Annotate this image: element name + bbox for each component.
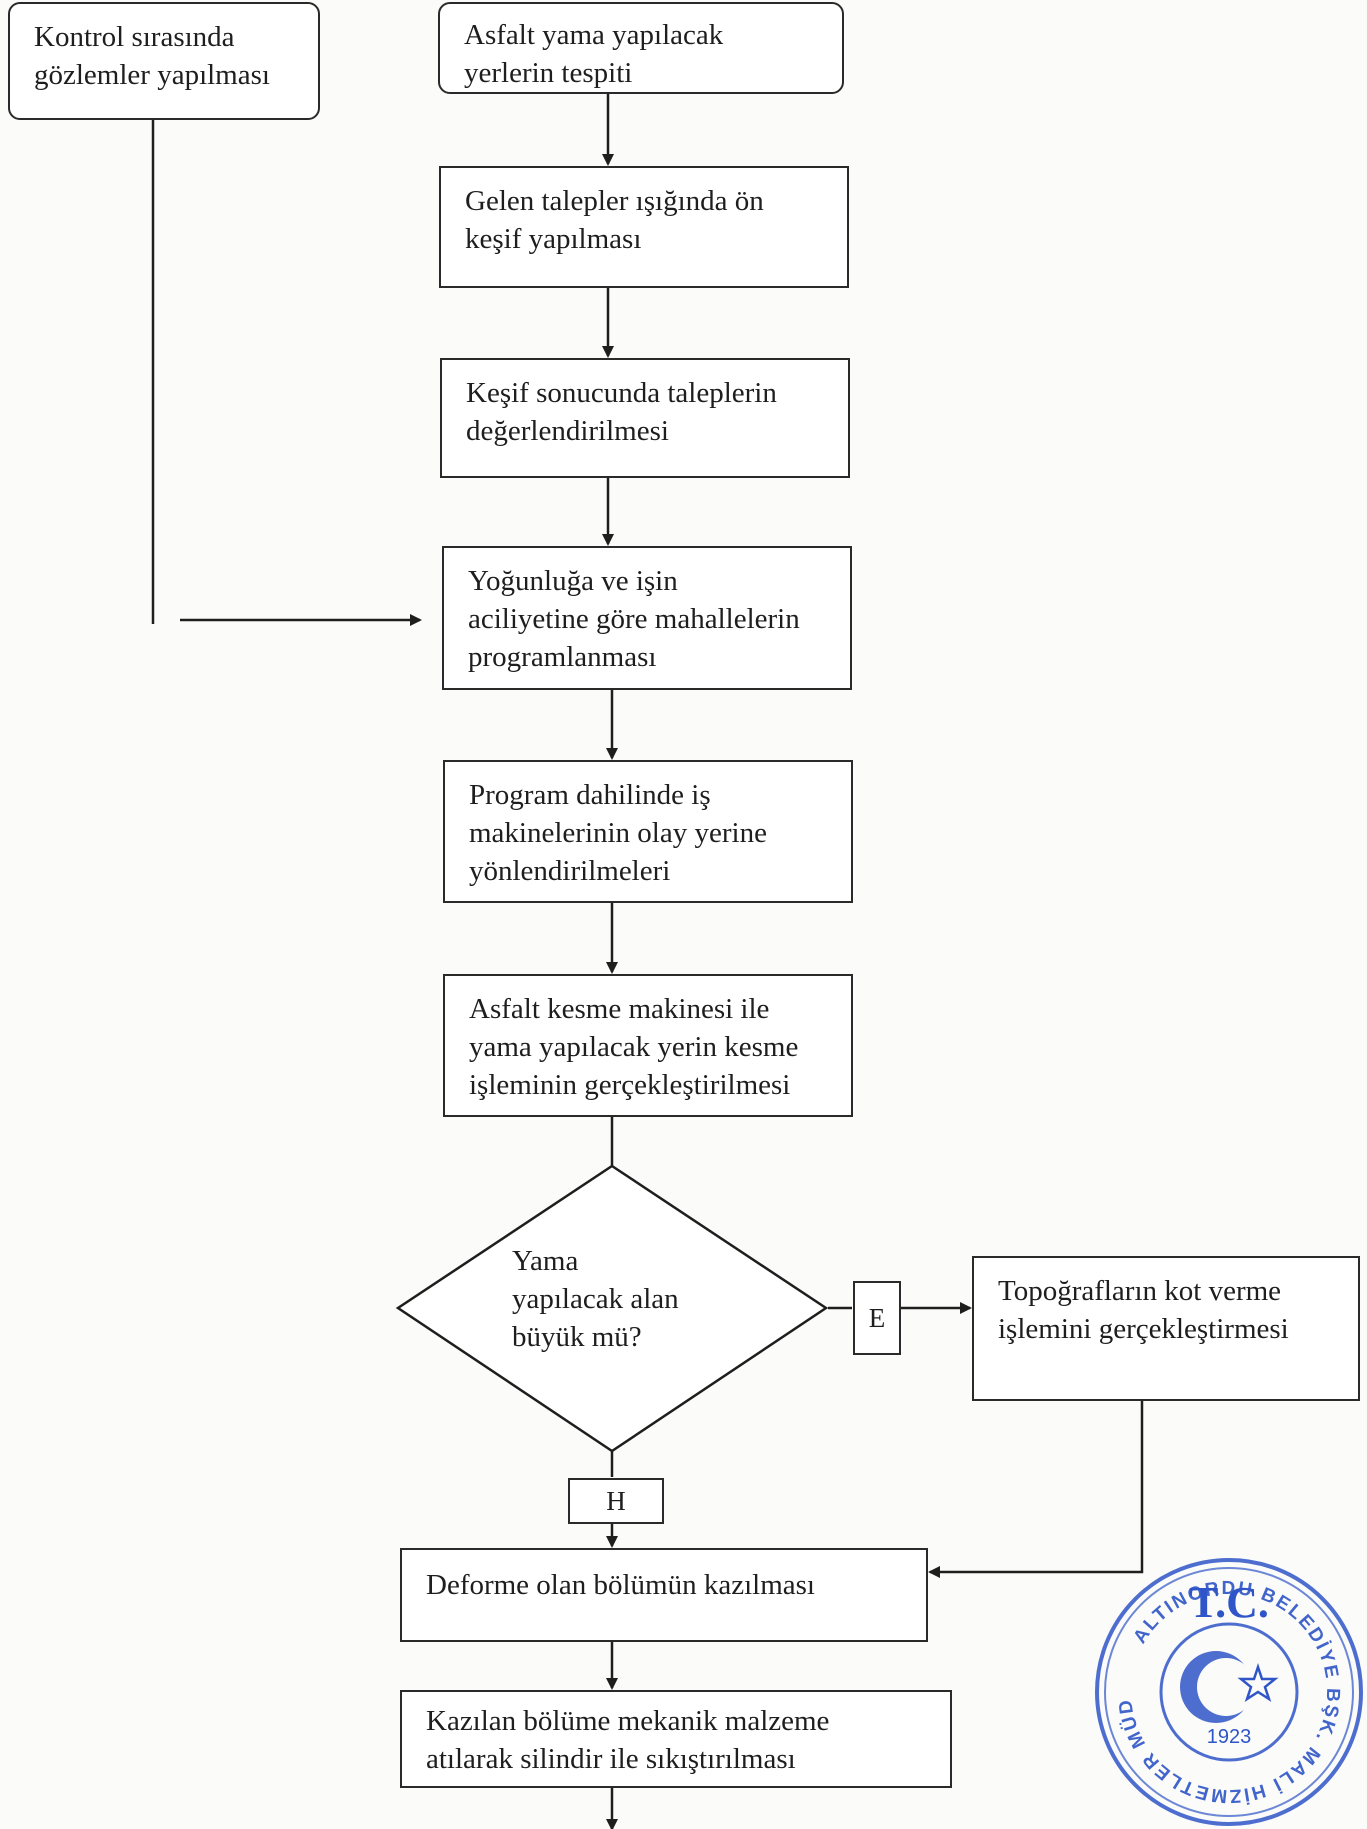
- seal-top-text: T.C.: [1189, 1578, 1269, 1627]
- seal-year: 1923: [1207, 1726, 1252, 1748]
- start-box: Asfalt yama yapılacak yerlerin tespiti: [438, 2, 844, 94]
- step5-text: Asfalt kesme makinesi ile yama yapılacak…: [469, 993, 799, 1101]
- step4-text: Program dahilinde iş makinelerinin olay …: [469, 779, 767, 887]
- observation-text: Kontrol sırasında gözlemler yapılması: [34, 21, 270, 91]
- step2-text: Keşif sonucunda taleplerin değerlendiril…: [466, 377, 777, 447]
- no-label: H: [568, 1478, 664, 1524]
- step3-box: Yoğunluğa ve işin aciliyetine göre mahal…: [442, 546, 852, 690]
- decision-diamond: [395, 1164, 829, 1453]
- decision-text: Yama yapılacak alan büyük mü?: [512, 1245, 679, 1353]
- step7-text: Kazılan bölüme mekanik malzeme atılarak …: [426, 1705, 830, 1775]
- crescent-star-icon: [1180, 1651, 1279, 1723]
- yes-label: E: [853, 1281, 901, 1355]
- official-seal: T.C. ALTINORDU BELEDİYE BŞK. MALİ HİZMET…: [1088, 1555, 1363, 1826]
- step2-box: Keşif sonucunda taleplerin değerlendiril…: [440, 358, 850, 478]
- step7-box: Kazılan bölüme mekanik malzeme atılarak …: [400, 1690, 952, 1788]
- step3-text: Yoğunluğa ve işin aciliyetine göre mahal…: [468, 565, 800, 673]
- yes-step-box: Topoğrafların kot verme işlemini gerçekl…: [972, 1256, 1360, 1401]
- step6-text: Deforme olan bölümün kazılması: [426, 1569, 815, 1601]
- yes-step-text: Topoğrafların kot verme işlemini gerçekl…: [998, 1275, 1289, 1345]
- start-text: Asfalt yama yapılacak yerlerin tespiti: [464, 19, 724, 89]
- step1-box: Gelen talepler ışığında ön keşif yapılma…: [439, 166, 849, 288]
- step5-box: Asfalt kesme makinesi ile yama yapılacak…: [443, 974, 853, 1117]
- step4-box: Program dahilinde iş makinelerinin olay …: [443, 760, 853, 903]
- step6-box: Deforme olan bölümün kazılması: [400, 1548, 928, 1642]
- step1-text: Gelen talepler ışığında ön keşif yapılma…: [465, 185, 764, 255]
- observation-box: Kontrol sırasında gözlemler yapılması: [8, 2, 320, 120]
- arrow-yesstep-to-step6: [928, 1400, 1144, 1578]
